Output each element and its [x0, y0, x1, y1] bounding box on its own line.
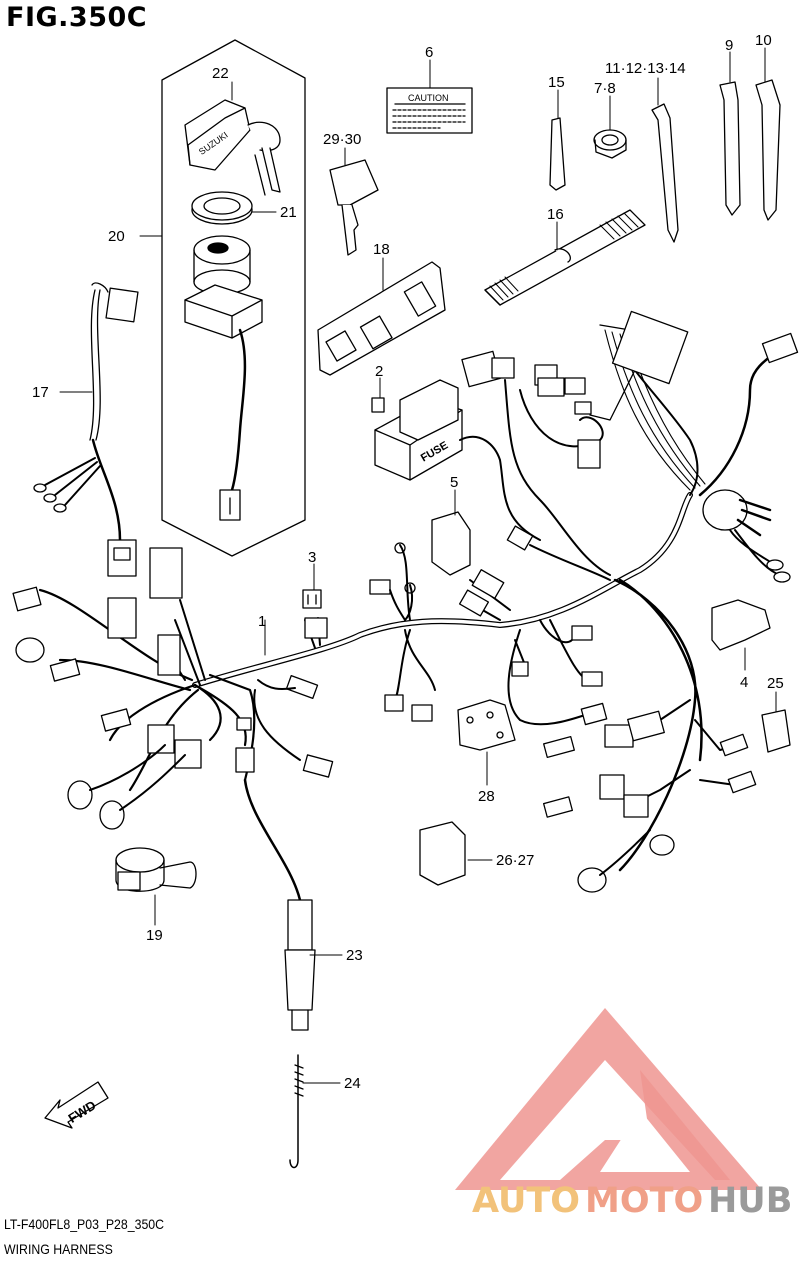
callout-1: 1 [258, 613, 266, 630]
cable-tie-10-part [755, 79, 781, 221]
watermark-logo [455, 1008, 762, 1190]
probe-24-part [289, 1054, 304, 1169]
callout-20: 20 [108, 228, 125, 245]
watermark-moto: MOTO [585, 1181, 703, 1221]
callout-21: 21 [280, 204, 297, 221]
sub-harness-17-part [33, 282, 139, 577]
callout-25: 25 [767, 675, 784, 692]
forward-arrow-icon: FWD [44, 1081, 109, 1129]
callout-15: 15 [548, 74, 565, 91]
callout-24: 24 [344, 1075, 361, 1092]
cap-4-part [711, 599, 771, 651]
svg-text:CAUTION: CAUTION [408, 93, 449, 103]
caution-label-part: CAUTION [386, 87, 473, 134]
callout-26-27: 26·27 [496, 852, 534, 869]
cap-5-part [431, 511, 471, 576]
main-harness-1-part [12, 310, 799, 902]
callout-3: 3 [308, 549, 316, 566]
relay-25-part [761, 709, 791, 753]
ignition-group-outline [161, 39, 306, 557]
figure-name: WIRING HARNESS [4, 1241, 113, 1257]
watermark-auto: AUTO [472, 1181, 580, 1221]
clamp-7-8-part [593, 129, 627, 159]
callout-19: 19 [146, 927, 163, 944]
fuse-box-part: FUSE [371, 379, 463, 481]
strap-15-part [549, 117, 566, 191]
figure-title: FIG.350C [6, 2, 148, 33]
callout-28: 28 [478, 788, 495, 805]
callout-4: 4 [740, 674, 748, 691]
callout-22: 22 [212, 65, 229, 82]
bracket-28-part [457, 699, 516, 751]
callout-17: 17 [32, 384, 49, 401]
ring-nut-part [191, 191, 253, 225]
callout-9: 9 [725, 37, 733, 54]
figure-code: LT-F400FL8_P03_P28_350C [4, 1216, 165, 1232]
protector-tube-16-part [484, 209, 646, 306]
callout-23: 23 [346, 947, 363, 964]
sensor-23-part [284, 899, 316, 1031]
cable-tie-11-14-part [651, 103, 679, 243]
relay-26-27-part [419, 821, 466, 886]
callout-18: 18 [373, 241, 390, 258]
cable-tie-9-part [719, 81, 741, 216]
leader-lines [59, 47, 777, 1084]
callout-29-30: 29·30 [323, 131, 361, 148]
callout-6: 6 [425, 44, 433, 61]
spare-key-part [329, 159, 379, 256]
callout-11-14: 11·12·13·14 [605, 60, 686, 77]
callout-10: 10 [755, 32, 772, 49]
ignition-switch-part [184, 235, 263, 521]
switch-19-part [115, 847, 197, 892]
watermark-hub: HUB [708, 1181, 792, 1221]
ignition-key-part: SUZUKI [184, 99, 281, 196]
callout-5: 5 [450, 474, 458, 491]
callout-7-8: 7·8 [594, 80, 616, 97]
relay-3-part [302, 589, 322, 609]
callout-2: 2 [375, 363, 383, 380]
bracket-18-part [317, 261, 446, 376]
callout-16: 16 [547, 206, 564, 223]
